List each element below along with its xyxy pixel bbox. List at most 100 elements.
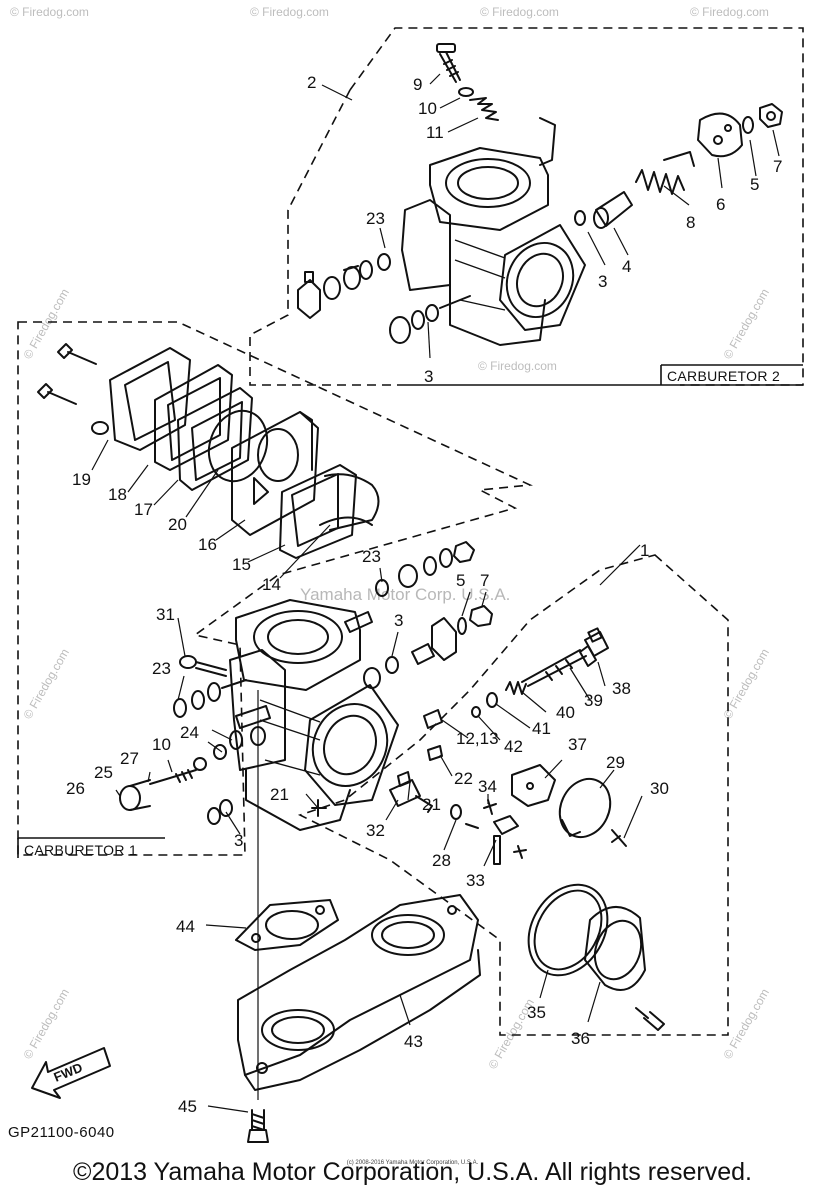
callout-23: 23 [152,659,171,678]
carburetor-1-body [229,599,435,831]
callout-23: 23 [362,547,381,566]
carburetor-2-boundary [349,27,804,386]
callout-3: 3 [394,611,403,630]
bracket-part [431,617,457,661]
reed-stopper-part-14 [324,473,380,531]
intake-manifold-group [205,690,665,1143]
callout-3: 3 [598,272,607,291]
callout-8: 8 [686,213,695,232]
reed-block-part-16 [231,411,319,536]
diaphragm-part-35 [527,883,609,977]
watermark: © Firedog.com [20,986,72,1061]
screw-part-31 [179,655,227,677]
fitting-part-33 [493,815,527,865]
callout-25: 25 [94,763,113,782]
pump-cover-part-37 [511,764,556,807]
leader-lines-carb1 [91,439,643,867]
screw-part-9 [436,43,461,83]
callout-33: 33 [466,871,485,890]
watermark: © Firedog.com [690,5,769,19]
carburetor-2-boundary [249,89,400,386]
callout-21: 21 [270,785,289,804]
lower-collars [389,295,471,344]
washer-part-41 [486,692,498,708]
callout-43: 43 [404,1032,423,1051]
watermark: © Firedog.com [250,5,329,19]
callout-2: 2 [307,73,316,92]
watermark: © Firedog.com [20,646,72,721]
cover-part-19 [91,347,191,451]
small-copyright: (c) 2008-2016 Yamaha Motor Corporation, … [346,1160,479,1166]
callout-23: 23 [366,209,385,228]
screw-part-34 [483,799,497,815]
callout-31: 31 [156,605,175,624]
callout-7: 7 [773,157,782,176]
callout-15: 15 [232,555,251,574]
callout-27: 27 [120,749,139,768]
screws-part [37,343,97,405]
plate-part-17 [177,387,253,491]
shaft-part-4 [574,191,633,229]
watermark: © Firedog.com [20,286,72,361]
callout-30: 30 [650,779,669,798]
screw-part-30 [611,829,627,847]
callout-12-13: 12,13 [456,729,499,748]
nut-part-7 [469,605,493,627]
callout-16: 16 [198,535,217,554]
washer-part-28 [450,804,479,829]
callout-35: 35 [527,1003,546,1022]
callout-24: 24 [180,723,199,742]
callout-6: 6 [716,195,725,214]
callout-39: 39 [584,691,603,710]
callout-9: 9 [413,75,422,94]
screw-part [635,1007,665,1031]
gasket-part-36 [584,906,646,991]
callout-3: 3 [424,367,433,386]
callout-41: 41 [532,719,551,738]
callout-17: 17 [134,500,153,519]
callout-18: 18 [108,485,127,504]
seat-part-38 [584,627,609,657]
jet-part-12-13 [423,709,443,729]
callout-45: 45 [178,1097,197,1116]
watermark: © Firedog.com [478,359,557,373]
pilot-screw-part-27 [149,744,227,785]
washers-left [173,679,271,750]
jet-part-22 [427,745,443,761]
callout-21: 21 [422,795,441,814]
watermark: © Firedog.com [720,286,772,361]
callout-labels: 2 9 10 11 23 3 4 8 6 5 7 3 1 19 18 17 20… [66,73,782,1116]
carburetor-1-title: CARBURETOR 1 [24,842,137,858]
needle-part-39 [521,645,597,687]
forward-arrow-icon: FWD [31,1047,111,1099]
callout-10: 10 [152,735,171,754]
carburetor-1-boundary [297,554,729,1036]
watermark: © Firedog.com [480,5,559,19]
callout-3: 3 [234,831,243,850]
diaphragm-cover-part-29 [558,777,612,839]
callout-38: 38 [612,679,631,698]
throttle-lever-part-6 [697,112,743,158]
watermark-yamaha: Yamaha Motor Corp. U.S.A. [300,585,510,604]
callout-19: 19 [72,470,91,489]
nut-part-7 [759,103,783,128]
callout-42: 42 [504,737,523,756]
washer-part-5 [457,617,467,635]
callout-4: 4 [622,257,631,276]
callout-44: 44 [176,917,195,936]
callout-29: 29 [606,753,625,772]
carburetor-2-title: CARBURETOR 2 [667,368,780,384]
o-ring-part-42 [471,706,481,718]
callout-32: 32 [366,821,385,840]
gasket-part-18 [154,364,233,471]
callout-5: 5 [750,175,759,194]
fitting-part-32 [389,779,433,813]
leader-lines-lower [205,924,601,1113]
callout-11: 11 [426,123,444,142]
callout-22: 22 [454,769,473,788]
callout-40: 40 [556,703,575,722]
callout-37: 37 [568,735,587,754]
carburetor-1-group: CARBURETOR 1 [17,321,729,1036]
manifold-part-43 [237,894,481,1091]
